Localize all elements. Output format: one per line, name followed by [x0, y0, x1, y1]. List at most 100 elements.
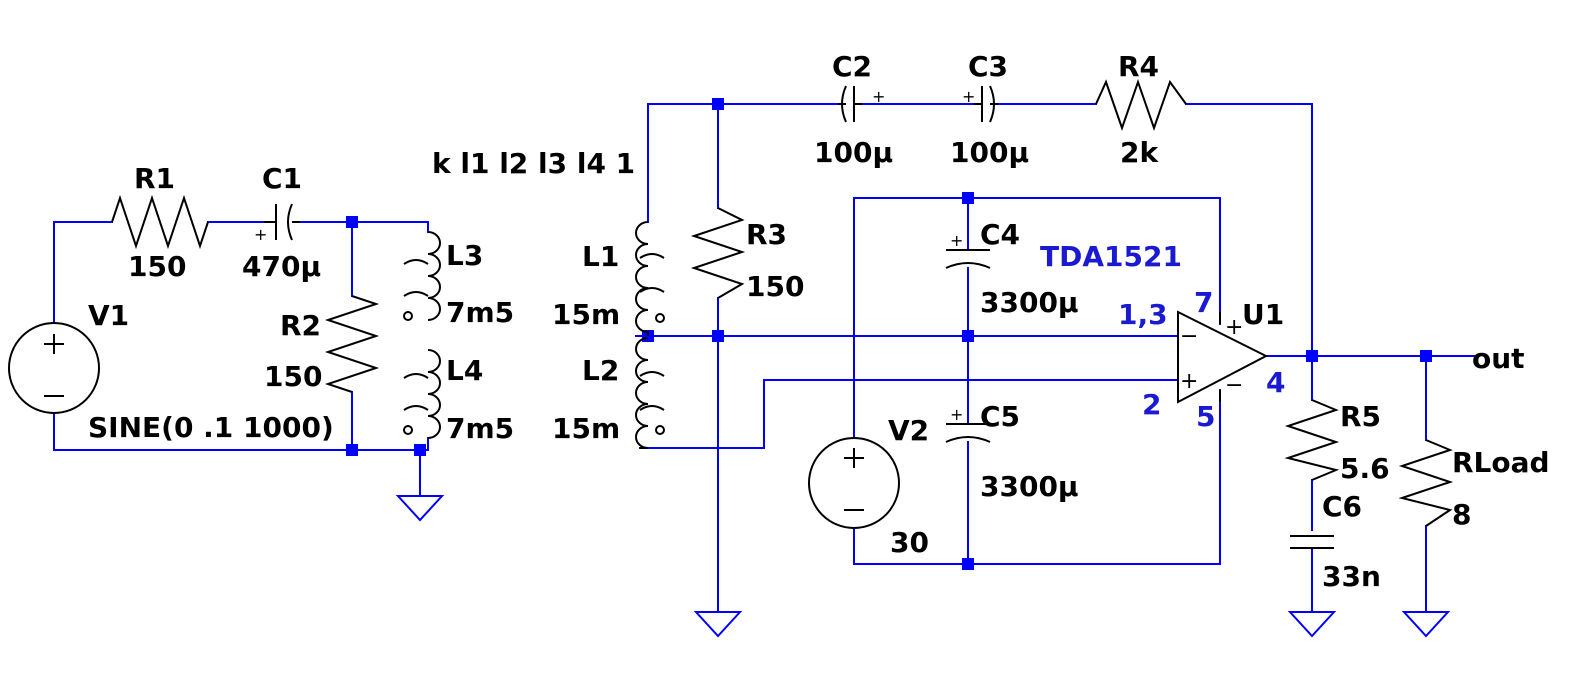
wire-v1-r1 — [53, 221, 113, 323]
label-r2-name: R2 — [280, 309, 321, 342]
label-l1-value: 15m — [552, 298, 620, 331]
label-l1-name: L1 — [582, 240, 619, 273]
pin-label-noninv: 2 — [1142, 388, 1161, 421]
label-r1-name: R1 — [134, 162, 175, 195]
polarity-plus-icon: + — [254, 225, 267, 244]
opamp-u1[interactable]: − + + − — [1177, 310, 1269, 404]
inductor-l4[interactable] — [403, 349, 441, 439]
label-r4-value: 2k — [1120, 136, 1159, 169]
pin-label-out: 4 — [1266, 366, 1285, 399]
wire-c1-l3 — [299, 221, 429, 233]
label-r4-name: R4 — [1118, 50, 1159, 83]
capacitor-c4[interactable]: + — [945, 231, 991, 269]
voltage-source-icon — [808, 437, 900, 529]
capacitor-curve-icon — [287, 203, 293, 241]
label-l3-value: 7m5 — [446, 296, 514, 329]
junction-node — [712, 98, 724, 110]
label-rload-name: RLoad — [1452, 446, 1550, 479]
label-c2-value: 100µ — [814, 136, 893, 169]
capacitor-curve-icon — [989, 85, 995, 123]
label-c4-name: C4 — [980, 218, 1020, 251]
ground-icon — [395, 495, 445, 522]
wire-l1-top — [647, 103, 839, 223]
label-l3-name: L3 — [446, 239, 483, 272]
label-r5-value: 5.6 — [1340, 452, 1390, 485]
label-c3-value: 100µ — [950, 136, 1029, 169]
wire-r4-out — [1185, 103, 1313, 357]
inductor-l2[interactable] — [635, 337, 665, 449]
coil-turn-icon — [639, 371, 665, 411]
inductor-l1[interactable] — [635, 221, 665, 336]
coupling-directive: k l1 l2 l3 l4 1 — [432, 147, 635, 180]
label-r3-name: R3 — [746, 218, 787, 251]
polarity-plus-icon: + — [872, 87, 885, 106]
junction-node — [962, 330, 974, 342]
label-c1-value: 470µ — [242, 250, 321, 283]
net-label-out: out — [1472, 342, 1525, 375]
junctions — [346, 98, 1432, 570]
dot-marker-icon — [403, 311, 413, 321]
junction-node — [414, 444, 426, 456]
wire-supply-top — [853, 197, 1221, 437]
inverting-sign-icon: − — [1180, 324, 1198, 349]
wire-bottom-return — [53, 413, 429, 451]
junction-node — [346, 216, 358, 228]
resistor-r1[interactable] — [111, 194, 209, 250]
label-v1-name: V1 — [88, 299, 129, 332]
polarity-plus-icon: + — [950, 231, 963, 250]
labels: V1 SINE(0 .1 1000) R1 150 C1 470µ R2 150… — [88, 50, 1550, 593]
capacitor-c6[interactable] — [1290, 535, 1334, 549]
label-rload-value: 8 — [1452, 498, 1471, 531]
label-v2-value: 30 — [890, 526, 929, 559]
inductor-l3[interactable] — [403, 231, 441, 321]
label-c3-name: C3 — [968, 50, 1008, 83]
capacitor-curve-icon — [945, 262, 991, 269]
label-u1-name: U1 — [1242, 298, 1284, 331]
label-r2-value: 150 — [264, 360, 322, 393]
wire-supply-bottom — [853, 389, 1221, 565]
resistor-rload[interactable] — [1398, 439, 1454, 527]
junction-node — [346, 444, 358, 456]
label-l4-name: L4 — [446, 354, 483, 387]
label-c5-name: C5 — [980, 400, 1020, 433]
junction-node — [1420, 350, 1432, 362]
ground-symbols — [395, 495, 1451, 638]
vminus-sign-icon: − — [1225, 373, 1243, 398]
component-v1[interactable] — [8, 322, 100, 414]
junction-node — [962, 558, 974, 570]
dot-marker-icon — [655, 313, 665, 323]
junction-node — [1306, 350, 1318, 362]
label-r1-value: 150 — [128, 250, 186, 283]
label-c4-value: 3300µ — [980, 286, 1079, 319]
ground-icon — [1287, 611, 1337, 638]
capacitor-c3[interactable]: + — [962, 85, 998, 123]
label-c2-name: C2 — [832, 50, 872, 83]
component-v2[interactable] — [808, 437, 900, 529]
label-u1-model: TDA1521 — [1040, 240, 1182, 273]
resistor-r2[interactable] — [324, 295, 380, 393]
capacitor-c2[interactable]: + — [838, 85, 885, 123]
polarity-icon — [844, 448, 864, 511]
label-c6-name: C6 — [1322, 490, 1362, 523]
resistor-r4[interactable] — [1095, 78, 1187, 132]
label-r3-value: 150 — [746, 270, 804, 303]
resistor-r3[interactable] — [690, 207, 746, 299]
label-l4-value: 7m5 — [446, 412, 514, 445]
resistor-r5[interactable] — [1284, 399, 1340, 481]
dot-marker-icon — [655, 425, 665, 435]
voltage-source-icon — [8, 322, 100, 414]
junction-node — [962, 192, 974, 204]
label-c6-value: 33n — [1322, 560, 1381, 593]
capacitor-c1[interactable]: + — [254, 203, 300, 244]
capacitor-curve-icon — [841, 85, 847, 123]
coil-turn-icon — [403, 259, 429, 297]
capacitor-c5[interactable]: + — [945, 405, 991, 443]
coil-turn-icon — [639, 253, 665, 293]
polarity-plus-icon: + — [962, 87, 975, 106]
label-r5-name: R5 — [1340, 400, 1381, 433]
ground-icon — [1401, 611, 1451, 638]
wires — [53, 103, 1475, 611]
pin-label-inv: 1,3 — [1118, 298, 1168, 331]
polarity-plus-icon: + — [950, 405, 963, 424]
